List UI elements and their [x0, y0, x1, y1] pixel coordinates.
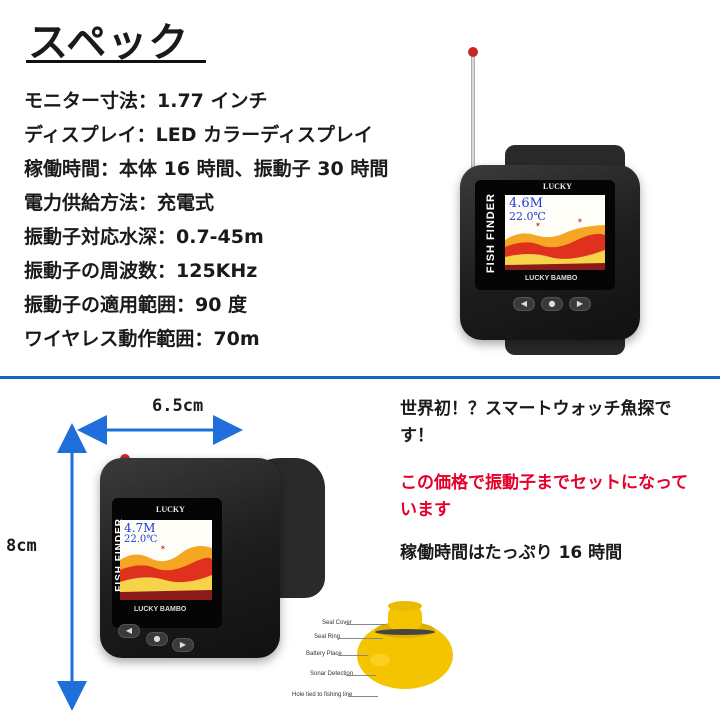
spec-item-depth: 振動子対応水深：0.7-45m [24, 226, 264, 248]
left-button[interactable]: ◀ [513, 297, 535, 311]
callout-line [346, 675, 376, 676]
dimension-arrows [57, 415, 243, 710]
temperature-readout: 22.0℃ [509, 210, 546, 223]
sonar-screen-bottom: ✶ 4.7M 22.0℃ [120, 520, 212, 600]
spec-item-wireless: ワイヤレス動作範囲：70m [24, 328, 260, 350]
callout-line [338, 655, 368, 656]
promo-headline: 世界初！？スマートウォッチ魚探です！ [400, 399, 672, 446]
spec-list: モニター寸法：1.77 インチ ディスプレイ：LED カラーディスプレイ 稼働時… [24, 84, 444, 356]
spec-item-display: ディスプレイ：LED カラーディスプレイ [24, 124, 373, 146]
spec-item-monitor-size: モニター寸法：1.77 インチ [24, 90, 268, 112]
watch-image-bottom: FISH FINDER LUCKY ✶ 4.7M 22.0℃ LUCKY BAM… [100, 448, 330, 658]
temperature-readout-bottom: 22.0℃ [124, 534, 158, 545]
svg-text:✶: ✶ [535, 221, 541, 229]
depth-readout: 4.6M [509, 196, 543, 211]
antenna [471, 55, 475, 205]
width-dimension-label: 6.5cm [152, 396, 204, 416]
section-divider [0, 376, 720, 379]
left-button-bottom[interactable]: ◀ [118, 624, 140, 638]
svg-text:✶: ✶ [577, 217, 583, 225]
brand-logo-top: LUCKY [543, 182, 572, 191]
callout-sonar-detection: Sonar Detection [310, 671, 354, 677]
watch-image-top: FISH FINDER LUCKY ✶ ✶ 4.6M 22.0℃ LUCKY B… [455, 45, 655, 360]
promo-runtime: 稼働時間はたっぷり 16 時間 [400, 543, 623, 563]
height-dimension-label: 8cm [6, 536, 37, 556]
callout-seal-cover: Seal Cover [322, 620, 352, 626]
center-button-bottom[interactable]: ● [146, 632, 168, 646]
center-button[interactable]: ● [541, 297, 563, 311]
promo-highlight: この価格で振動子までセットになっています [400, 473, 689, 520]
callout-line [348, 696, 378, 697]
sonar-transducer-image [357, 601, 453, 689]
spec-item-runtime: 稼働時間：本体 16 時間、振動子 30 時間 [24, 158, 389, 180]
fish-finder-label: FISH FINDER [485, 193, 497, 274]
page-title: スペック [28, 20, 190, 66]
brand-name-bottom: LUCKY BAMBO [525, 275, 578, 282]
callout-seal-ring: Seal Ring [314, 634, 341, 640]
sonar-screen: ✶ ✶ 4.6M 22.0℃ [505, 195, 605, 270]
svg-text:✶: ✶ [160, 544, 166, 552]
right-button[interactable]: ▶ [569, 297, 591, 311]
callout-line [338, 638, 383, 639]
callout-line [346, 624, 386, 625]
spec-item-range: 振動子の適用範囲：90 度 [24, 294, 248, 316]
antenna-tip [468, 47, 478, 57]
callout-battery-place: Battery Place [306, 651, 342, 657]
spec-item-frequency: 振動子の周波数：125KHz [24, 260, 258, 282]
title-underline [26, 60, 206, 63]
right-button-bottom[interactable]: ▶ [172, 638, 194, 652]
spec-item-power: 電力供給方法：充電式 [24, 192, 215, 214]
depth-readout-bottom: 4.7M [124, 521, 156, 535]
brand-logo-bottom: LUCKY [156, 505, 185, 514]
brand-name-bottom-2: LUCKY BAMBO [134, 606, 187, 613]
callout-fishing-line-hole: Hole tied to fishing line [292, 692, 353, 698]
